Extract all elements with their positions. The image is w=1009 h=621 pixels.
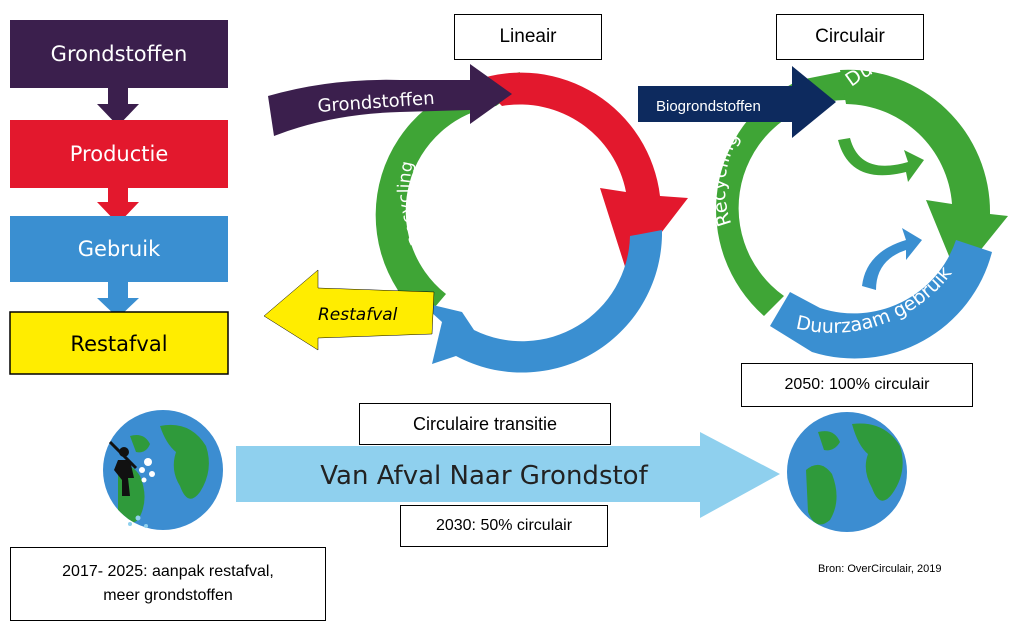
milestone-2050-box: 2050: 100% circulair [741, 363, 973, 407]
cycle-output-arrow [263, 269, 435, 351]
circ-arc-recycling [716, 70, 850, 316]
flow-arrow-3 [97, 282, 139, 318]
cycle-arc-gebruik [420, 230, 663, 373]
globe-left [103, 410, 223, 530]
milestone-2017-box: 2017- 2025: aanpak restafval, meer grond… [10, 547, 326, 621]
cycle-input-arrow [268, 64, 512, 136]
circ-arc-productie [840, 69, 1008, 278]
circular-title: Circulair [815, 26, 885, 47]
source-credit: Bron: OverCirculair, 2019 [818, 563, 942, 575]
linear-title-box: Lineair [454, 14, 602, 60]
cycle-output-label: Restafval [318, 305, 398, 325]
flow-block-grondstoffen [10, 20, 228, 88]
flow-label-gebruik: Gebruik [78, 237, 161, 261]
linear-cycle: Grondstoffen Restafval Productie Recycli… [263, 45, 688, 373]
circ-input-arrow [638, 66, 836, 138]
milestone-2030-box: 2030: 50% circulair [400, 505, 608, 547]
cycle-arc-recycling [375, 72, 520, 320]
flow-arrow-1 [97, 88, 139, 126]
milestone-2017-line1: 2017- 2025: aanpak restafval, [62, 563, 274, 580]
circ-inner-blue-arrow [862, 228, 922, 290]
circular-cycle: Biogrondstoffen Duurzame productie Duurz… [638, 45, 1009, 359]
flow-label-restafval: Restafval [70, 332, 167, 356]
globe-right [787, 412, 907, 532]
flow-label-productie: Productie [70, 142, 169, 166]
transition-title: Circulaire transitie [412, 413, 558, 434]
transition-title-box: Circulaire transitie [359, 403, 611, 445]
flow-block-gebruik [10, 216, 228, 282]
flow-label-grondstoffen: Grondstoffen [51, 42, 188, 66]
miner-figure-icon [108, 440, 155, 528]
flow-arrow-2 [97, 188, 139, 224]
transition-arrow-label: Van Afval Naar Grondstof [320, 461, 648, 491]
circ-inner-green-arrow [838, 138, 924, 182]
circ-input-label: Biogrondstoffen [656, 98, 761, 115]
linear-title: Lineair [499, 26, 557, 47]
cycle-arc-productie [476, 72, 688, 277]
milestone-2050: 2050: 100% circulair [784, 376, 930, 393]
flow-block-restafval [9, 311, 229, 375]
circ-arc-gebruik [770, 240, 992, 359]
milestone-2017-line2: meer grondstoffen [103, 587, 233, 604]
transition-arrow: Van Afval Naar Grondstof [236, 432, 780, 518]
linear-flow: Grondstoffen Productie Gebruik Restafval [9, 20, 229, 375]
milestone-2030: 2030: 50% circulair [435, 517, 573, 534]
circular-title-box: Circulair [776, 14, 924, 60]
flow-block-productie [10, 120, 228, 188]
